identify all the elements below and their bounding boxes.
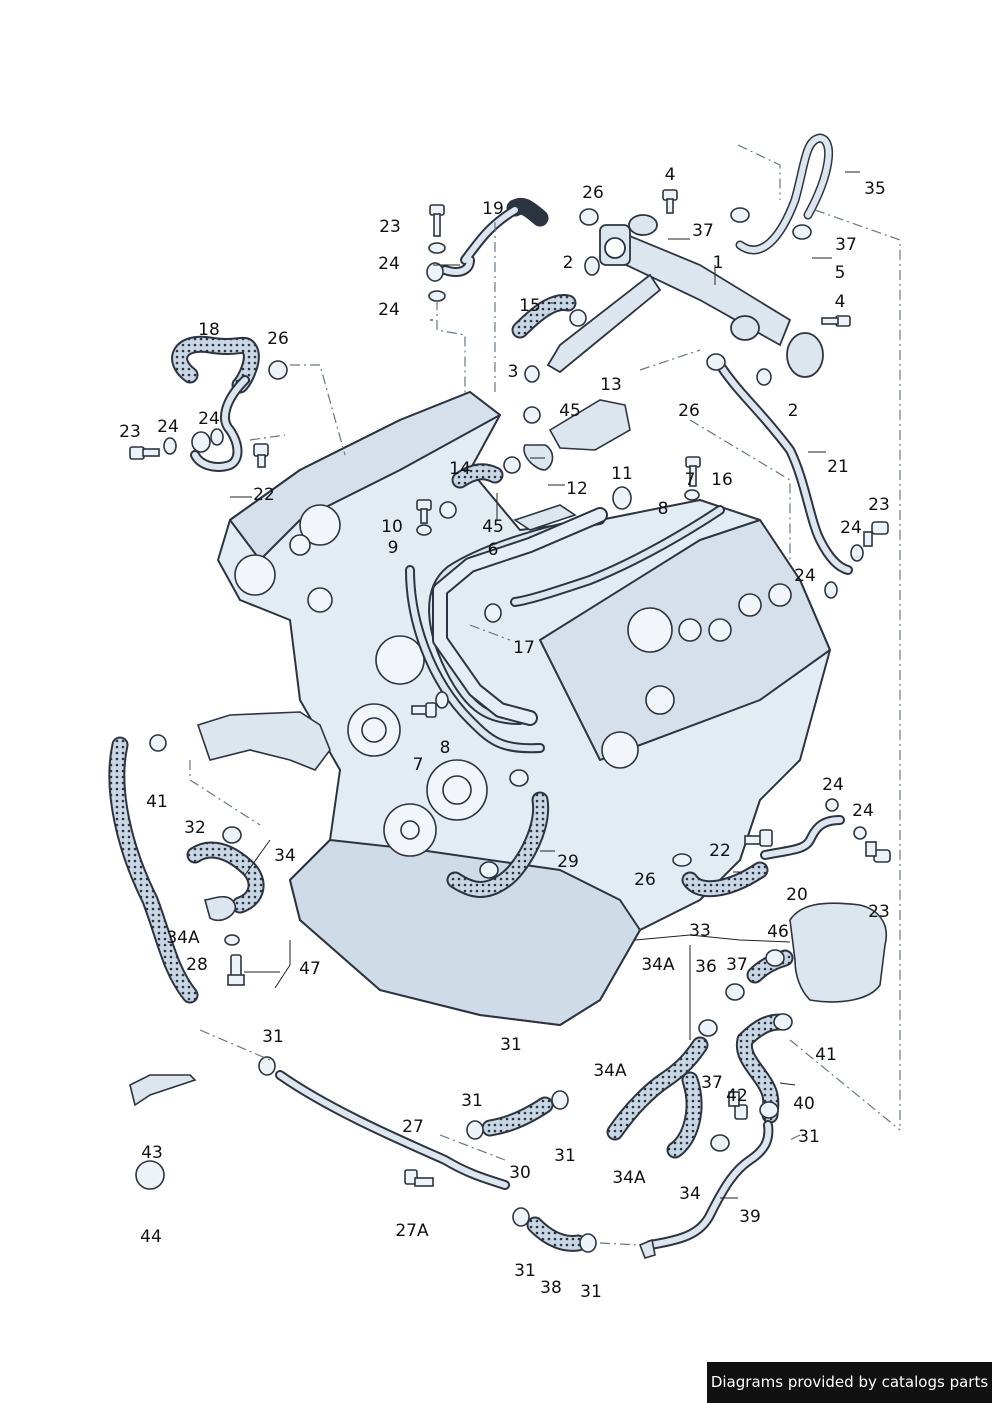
part-number-label: 7 [413, 755, 424, 775]
callout-labels: 1223445677889101112131415161718192021222… [119, 165, 890, 1302]
coolant-pipe-assembly [546, 214, 824, 378]
part-number-label: 27 [402, 1117, 424, 1137]
leader-lines [189, 144, 901, 1246]
part-number-label: 35 [864, 179, 886, 199]
part-number-label: 23 [868, 902, 890, 922]
part-number-label: 31 [798, 1127, 820, 1147]
part-number-label: 43 [141, 1143, 163, 1163]
part-number-label: 16 [711, 470, 733, 490]
part-number-label: 34A [166, 928, 200, 948]
part-number-label: 32 [184, 818, 206, 838]
part-number-label: 4 [665, 165, 676, 185]
part-number-label: 37 [692, 221, 714, 241]
part-number-label: 2 [788, 401, 799, 421]
part-number-label: 11 [611, 464, 633, 484]
part-number-label: 1 [713, 253, 724, 273]
small-parts [129, 189, 891, 1253]
part-number-label: 37 [701, 1073, 723, 1093]
part-number-label: 45 [559, 401, 581, 421]
part-number-label: 13 [600, 375, 622, 395]
part-number-label: 8 [440, 738, 451, 758]
part-number-label: 40 [793, 1094, 815, 1114]
part-number-label: 34 [679, 1184, 701, 1204]
part-number-label: 31 [580, 1282, 602, 1302]
part-number-label: 22 [253, 485, 275, 505]
part-number-label: 24 [840, 518, 862, 538]
part-number-label: 41 [146, 792, 168, 812]
part-number-label: 34A [593, 1061, 627, 1081]
part-number-label: 47 [299, 959, 321, 979]
part-number-label: 37 [835, 235, 857, 255]
part-number-label: 22 [709, 841, 731, 861]
part-number-label: 31 [262, 1027, 284, 1047]
rigid-pipes [190, 205, 853, 1250]
part-number-label: 34 [274, 846, 296, 866]
part-number-label: 31 [514, 1261, 536, 1281]
part-number-label: 7 [685, 470, 696, 490]
part-number-label: 45 [482, 517, 504, 537]
part-number-label: 26 [267, 329, 289, 349]
part-number-label: 2 [563, 253, 574, 273]
part-number-label: 26 [634, 870, 656, 890]
part-number-label: 24 [794, 566, 816, 586]
part-number-label: 44 [140, 1227, 162, 1247]
part-number-label: 23 [379, 217, 401, 237]
credit-banner: Diagrams provided by catalogs parts [707, 1362, 992, 1403]
part-number-label: 3 [508, 362, 519, 382]
part-number-label: 41 [815, 1045, 837, 1065]
part-number-label: 31 [461, 1091, 483, 1111]
label-ticks [230, 171, 860, 1199]
part-number-label: 24 [157, 417, 179, 437]
part-number-label: 28 [186, 955, 208, 975]
part-number-label: 33 [689, 921, 711, 941]
part-number-label: 24 [852, 801, 874, 821]
part-number-label: 27A [395, 1221, 429, 1241]
part-number-label: 4 [835, 292, 846, 312]
part-number-label: 24 [378, 254, 400, 274]
part-number-label: 17 [513, 638, 535, 658]
part-number-label: 38 [540, 1278, 562, 1298]
part-number-label: 26 [678, 401, 700, 421]
part-number-label: 34A [641, 955, 675, 975]
part-number-label: 23 [119, 422, 141, 442]
part-number-label: 24 [378, 300, 400, 320]
part-number-label: 36 [695, 957, 717, 977]
part-number-label: 21 [827, 457, 849, 477]
part-number-label: 42 [726, 1086, 748, 1106]
part-number-label: 23 [868, 495, 890, 515]
part-number-label: 34A [612, 1168, 646, 1188]
engine-details [234, 504, 792, 857]
hoses [108, 197, 794, 1252]
part-number-label: 10 [381, 517, 403, 537]
part-number-label: 8 [658, 499, 669, 519]
part-number-label: 15 [519, 296, 541, 316]
part-number-label: 5 [835, 263, 846, 283]
part-number-label: 24 [198, 409, 220, 429]
part-number-label: 18 [198, 320, 220, 340]
part-number-label: 31 [554, 1146, 576, 1166]
part-number-label: 14 [449, 459, 471, 479]
part-number-label: 24 [822, 775, 844, 795]
part-number-label: 26 [582, 183, 604, 203]
part-number-label: 30 [509, 1163, 531, 1183]
part-number-label: 9 [388, 538, 399, 558]
part-number-label: 20 [786, 885, 808, 905]
part-number-label: 39 [739, 1207, 761, 1227]
flange-parts [129, 399, 887, 1259]
part-number-label: 46 [767, 922, 789, 942]
part-number-label: 31 [500, 1035, 522, 1055]
part-number-label: 29 [557, 852, 579, 872]
part-number-label: 37 [726, 955, 748, 975]
part-number-label: 12 [566, 479, 588, 499]
part-number-label: 6 [488, 540, 499, 560]
part-number-label: 19 [482, 199, 504, 219]
